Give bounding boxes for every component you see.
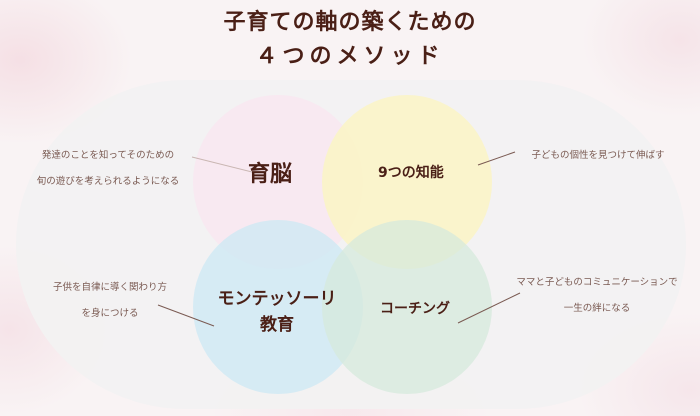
method-label-montessori: モンテッソーリ 教育 [212,286,342,338]
title-line-2: ４つのメソッド [255,44,445,69]
description-line: 子どもの個性を見つけて伸ばす [531,150,665,161]
method-label-coaching: コーチング [380,301,450,317]
description-line: 旬の遊びを考えられるようになる [36,176,180,187]
method-label-nine-intelligences: 9つの知能 [378,165,444,181]
description-ikuno: 発達のことを知ってそのための 旬の遊びを考えられるようになる [28,143,188,195]
description-line: 子供を自律に導く関わり方 [52,282,167,293]
connector-line-montessori [157,304,215,327]
description-line: ママと子どものコミュニケーションで [516,277,678,288]
description-montessori: 子供を自律に導く関わり方 を身につける [40,275,180,327]
description-line: を身につける [81,308,139,319]
description-coaching: ママと子どものコミュニケーションで 一生の絆になる [512,270,682,322]
method-label-ikuno: 育脳 [248,162,293,187]
circle-coaching [322,220,492,394]
connector-line-coaching [457,292,521,324]
method-label-montessori-line2: 教育 [260,315,294,335]
page-title: 子育ての軸の築くための ４つのメソッド [0,6,700,74]
description-nine-intelligences: 子どもの個性を見つけて伸ばす [518,143,678,169]
connector-line-ikuno [191,156,257,174]
title-line-1: 子育ての軸の築くための [223,10,477,35]
description-line: 発達のことを知ってそのための [41,150,175,161]
description-line: 一生の絆になる [563,303,631,314]
connector-line-nine [477,151,516,166]
method-label-montessori-line1: モンテッソーリ [217,289,337,309]
